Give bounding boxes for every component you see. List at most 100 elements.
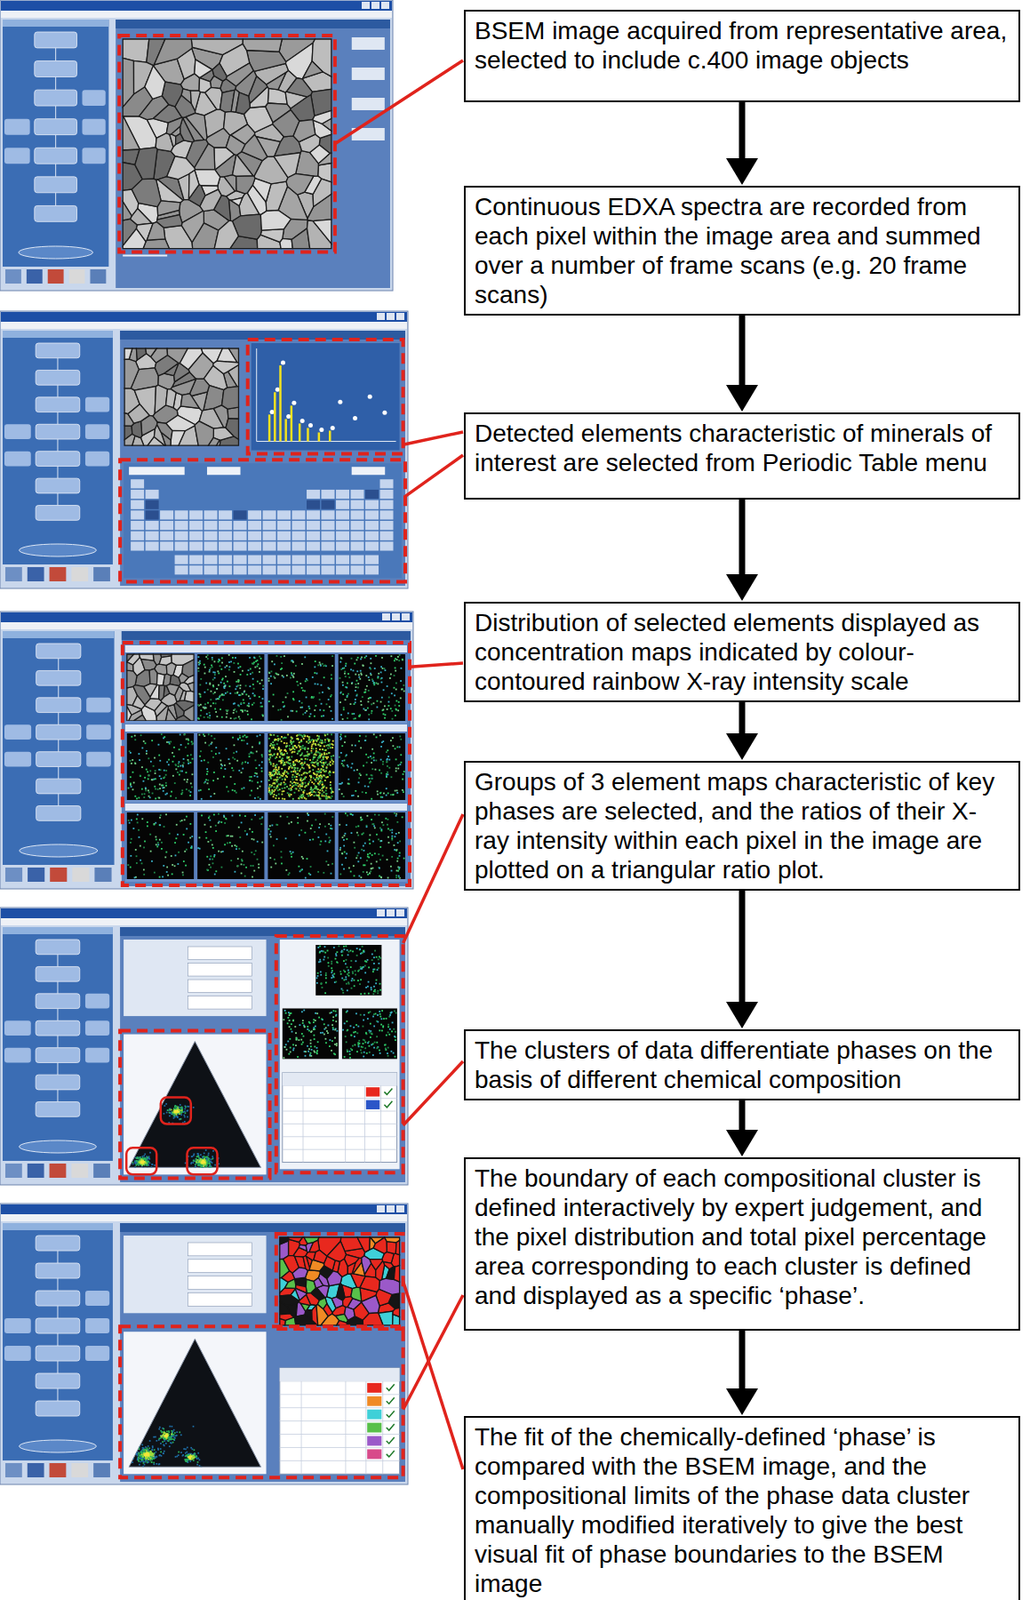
map-pixel — [321, 739, 324, 742]
map-pixel — [183, 778, 186, 781]
map-pixel — [325, 756, 328, 759]
map-pixel — [294, 768, 296, 771]
map-pixel — [312, 695, 315, 698]
map-pixel — [181, 770, 184, 773]
spectrum-peak — [284, 418, 288, 441]
map-pixel — [207, 688, 209, 691]
peak-marker — [286, 414, 291, 419]
map-pixel — [132, 771, 135, 774]
map-pixel — [316, 762, 319, 765]
grain — [170, 140, 192, 159]
map-pixel — [376, 682, 379, 685]
map-pixel — [273, 773, 276, 775]
toolbar-icon — [27, 867, 45, 882]
map-pixel — [294, 763, 296, 766]
map-pixel — [399, 697, 402, 700]
map-pixel — [225, 664, 228, 667]
map-pixel — [330, 710, 333, 712]
map-pixel — [185, 771, 188, 774]
map-pixel — [291, 710, 294, 712]
map-pixel — [301, 702, 304, 704]
element-cell — [306, 531, 320, 541]
map-pixel — [393, 686, 396, 689]
map-pixel — [290, 756, 293, 759]
map-pixel — [204, 666, 207, 669]
map-pixel — [260, 702, 263, 704]
toolbar-icon — [26, 269, 43, 284]
map-pixel — [324, 738, 327, 741]
map-pixel — [327, 747, 329, 750]
map-pixel — [322, 714, 325, 717]
element-cell — [380, 489, 394, 499]
element-cell — [218, 555, 232, 565]
map-pixel — [245, 693, 248, 695]
map-pixel — [315, 780, 318, 783]
map-pixel — [395, 682, 398, 685]
map-pixel — [241, 761, 244, 764]
map-pixel — [224, 692, 227, 695]
map-speckle — [268, 654, 334, 721]
map-pixel — [134, 734, 136, 737]
map-pixel — [311, 768, 314, 771]
map-pixel — [277, 752, 280, 755]
element-cell — [292, 520, 306, 530]
map-pixel — [296, 752, 299, 755]
grain — [131, 178, 161, 207]
map-pixel — [331, 654, 334, 657]
map-pixel — [167, 763, 170, 766]
map-pixel — [242, 735, 245, 738]
map-pixel — [216, 777, 219, 780]
map-pixel — [296, 769, 299, 772]
nav-button — [36, 697, 81, 713]
map-pixel — [248, 755, 251, 758]
grain — [166, 389, 177, 408]
menu-bar — [0, 321, 408, 329]
map-pixel — [301, 774, 304, 776]
map-pixel — [331, 795, 334, 798]
map-pixel — [273, 793, 276, 796]
map-pixel — [212, 692, 215, 695]
title-bar — [0, 0, 392, 11]
map-pixel — [317, 762, 320, 765]
map-pixel — [321, 790, 324, 792]
map-pixel — [271, 790, 274, 792]
map-pixel — [314, 784, 317, 787]
element-cell — [130, 510, 144, 519]
map-pixel — [225, 785, 228, 788]
map-pixel — [388, 701, 391, 703]
map-pixel — [320, 761, 323, 764]
map-pixel — [254, 774, 256, 777]
element-cell — [247, 565, 262, 575]
map-pixel — [401, 658, 404, 661]
map-pixel — [224, 684, 227, 687]
map-pixel — [288, 792, 291, 795]
map-pixel — [250, 751, 253, 754]
map-pixel — [249, 794, 252, 797]
map-pixel — [135, 797, 138, 799]
element-cell — [175, 541, 189, 551]
grain — [199, 189, 222, 212]
map-pixel — [134, 762, 136, 765]
map-pixel — [240, 771, 243, 774]
map-pixel — [208, 711, 211, 714]
grain — [122, 201, 132, 221]
grain — [179, 348, 203, 370]
nav-link — [55, 135, 56, 149]
map-pixel — [347, 672, 350, 675]
map-pixel — [299, 768, 302, 771]
nav-button — [34, 61, 78, 78]
map-pixel — [310, 786, 312, 789]
map-pixel — [301, 751, 304, 754]
map-pixel — [305, 678, 308, 680]
map-pixel — [207, 657, 209, 660]
title-bar — [0, 311, 408, 322]
map-pixel — [245, 735, 248, 738]
map-pixel — [272, 763, 275, 766]
spectrum-peak — [290, 405, 294, 441]
grain — [187, 682, 194, 693]
map-pixel — [239, 665, 242, 668]
map-pixel — [305, 784, 308, 787]
grain — [154, 384, 168, 414]
map-pixel — [152, 765, 155, 767]
map-pixel — [271, 670, 273, 673]
